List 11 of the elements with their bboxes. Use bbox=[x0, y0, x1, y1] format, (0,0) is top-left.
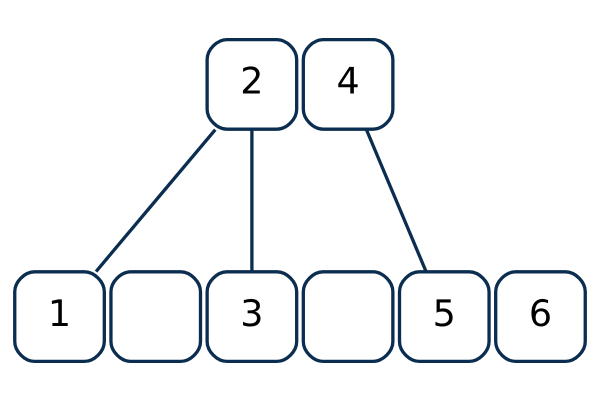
node-box: 2 bbox=[205, 37, 298, 130]
connector bbox=[250, 129, 254, 272]
node-box: 6 bbox=[494, 270, 587, 363]
node-box: 4 bbox=[302, 37, 395, 130]
connector bbox=[94, 128, 217, 272]
node-box: 3 bbox=[205, 270, 298, 363]
connector bbox=[364, 128, 428, 272]
node-box: 1 bbox=[13, 270, 106, 363]
node-box bbox=[302, 270, 395, 363]
node-box: 5 bbox=[398, 270, 491, 363]
node-box bbox=[109, 270, 202, 363]
